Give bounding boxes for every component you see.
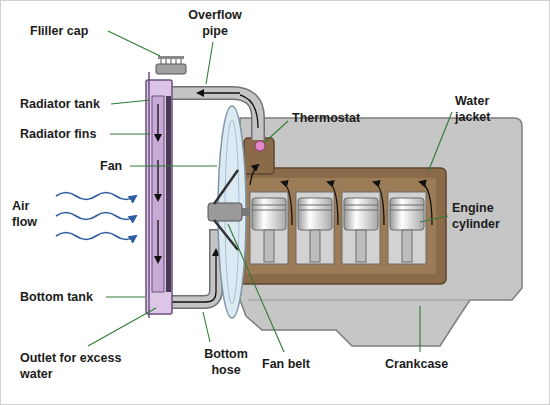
part-label: Bottom hose [196,346,256,378]
part-label: Fliller cap [30,23,110,39]
part-label: Radiator fins [20,126,110,142]
leader-lines [88,31,452,352]
part-label: Fan [100,158,130,174]
part-label: Bottom tank [20,289,110,305]
part-label: Crankcase [385,356,475,372]
part-label: Thermostat [292,110,382,126]
part-label: Outlet for excess water [20,350,130,382]
part-label: Engine cylinder [452,200,537,232]
part-label: Water jacket [455,93,525,125]
part-label: Fan belt [262,356,332,372]
part-label: Radiator tank [20,96,110,112]
part-label: Air flow [12,198,52,230]
part-label: Overflow pipe [180,7,250,39]
